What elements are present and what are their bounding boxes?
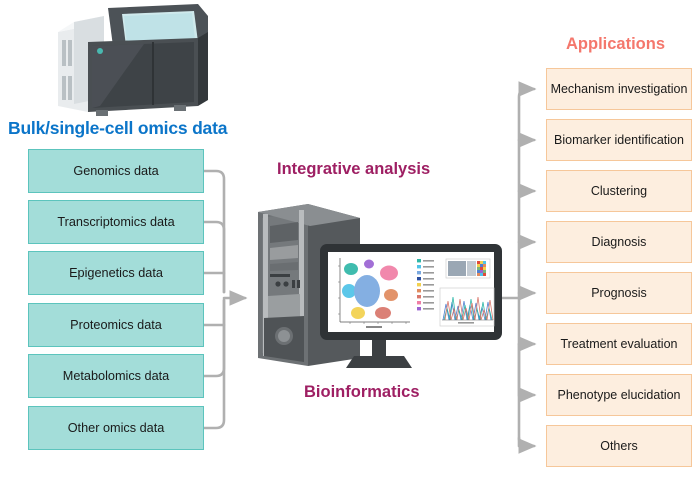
- application-box-mechanism-investigation[interactable]: Mechanism investigation: [546, 68, 692, 110]
- omics-box-label: Transcriptomics data: [57, 214, 175, 229]
- application-box-treatment-evaluation[interactable]: Treatment evaluation: [546, 323, 692, 365]
- omics-box-label: Metabolomics data: [62, 368, 170, 383]
- application-box-others[interactable]: Others: [546, 425, 692, 467]
- application-box-label: Phenotype elucidation: [557, 387, 681, 402]
- omics-box-metabolomics[interactable]: Metabolomics data: [28, 354, 204, 398]
- center-title-integrative-analysis: Integrative analysis: [277, 160, 431, 178]
- center-title-bioinformatics: Bioinformatics: [304, 383, 420, 401]
- application-box-label: Treatment evaluation: [560, 336, 678, 351]
- desktop-computer-icon: [258, 204, 502, 368]
- application-box-phenotype-elucidation[interactable]: Phenotype elucidation: [546, 374, 692, 416]
- application-box-label: Diagnosis: [591, 234, 647, 249]
- right-section-title: Applications: [566, 35, 666, 53]
- omics-box-proteomics[interactable]: Proteomics data: [28, 303, 204, 347]
- omics-box-other-omics[interactable]: Other omics data: [28, 406, 204, 450]
- application-box-label: Biomarker identification: [554, 132, 684, 147]
- application-box-label: Others: [600, 438, 638, 453]
- application-box-label: Clustering: [590, 183, 648, 198]
- omics-box-label: Epigenetics data: [69, 265, 163, 280]
- omics-box-label: Proteomics data: [70, 317, 162, 332]
- application-box-biomarker-identification[interactable]: Biomarker identification: [546, 119, 692, 161]
- left-section-title: Bulk/single-cell omics data: [8, 118, 228, 138]
- omics-box-label: Genomics data: [73, 163, 159, 178]
- application-box-diagnosis[interactable]: Diagnosis: [546, 221, 692, 263]
- application-box-label: Prognosis: [591, 285, 647, 300]
- application-box-prognosis[interactable]: Prognosis: [546, 272, 692, 314]
- omics-box-label: Other omics data: [67, 420, 165, 435]
- application-box-label: Mechanism investigation: [550, 81, 688, 96]
- application-box-clustering[interactable]: Clustering: [546, 170, 692, 212]
- omics-box-transcriptomics[interactable]: Transcriptomics data: [28, 200, 204, 244]
- omics-box-epigenetics[interactable]: Epigenetics data: [28, 251, 204, 295]
- dna-sequencer-icon: [58, 4, 208, 116]
- omics-box-genomics[interactable]: Genomics data: [28, 149, 204, 193]
